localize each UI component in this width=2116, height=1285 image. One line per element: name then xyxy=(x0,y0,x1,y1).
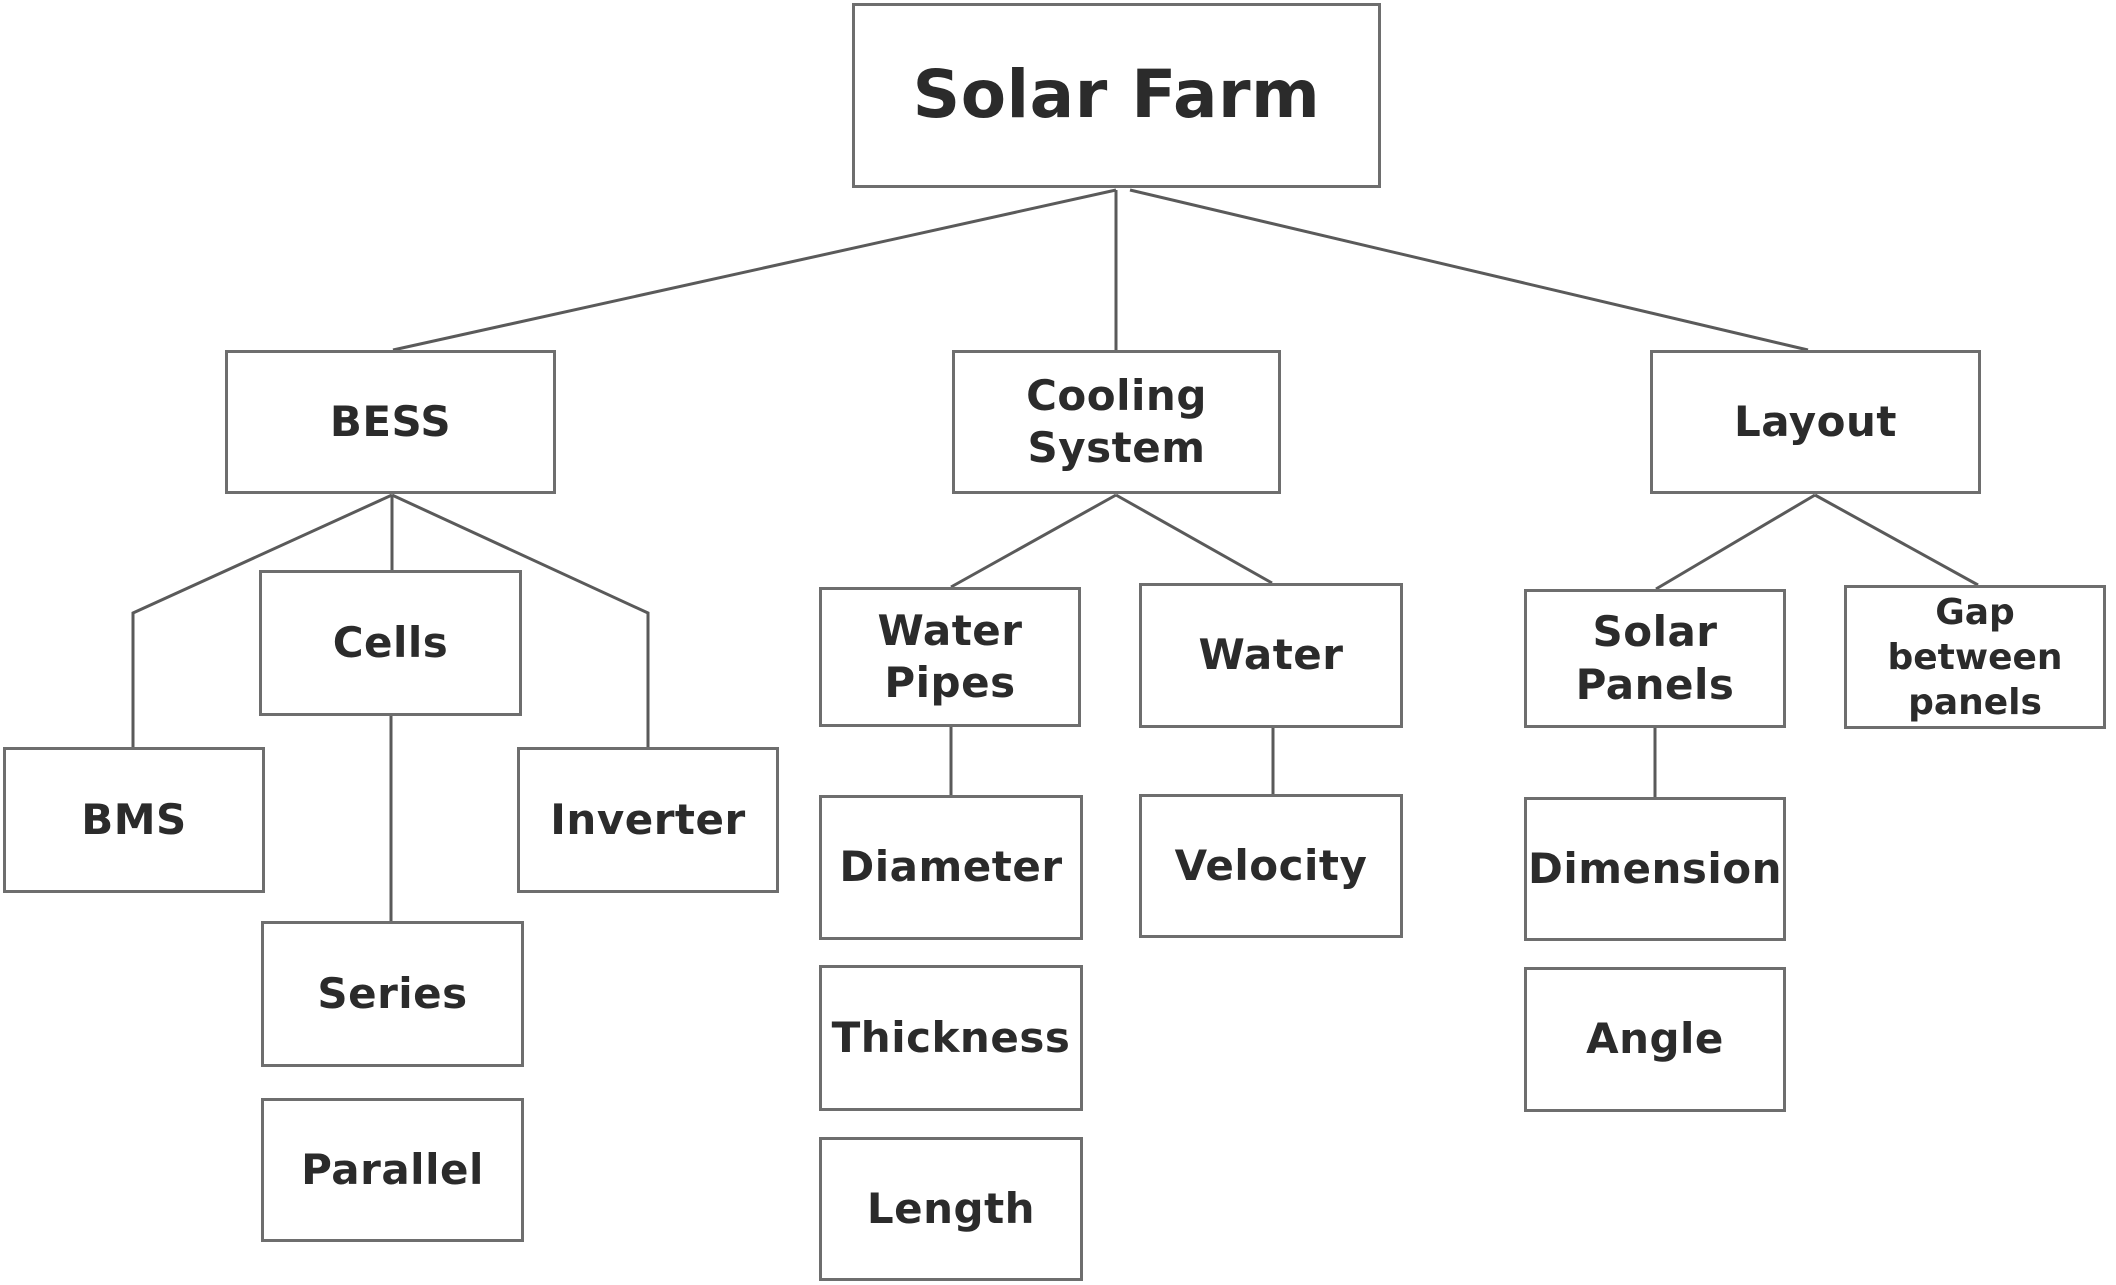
node-diameter: Diameter xyxy=(819,795,1083,940)
edge-cooling-water xyxy=(1115,493,1273,585)
node-inverter: Inverter xyxy=(517,747,779,893)
node-layout: Layout xyxy=(1650,350,1981,494)
edge-layout-solarpanels xyxy=(1655,493,1816,591)
node-cells: Cells xyxy=(259,570,522,716)
edge-root-bess xyxy=(392,188,1117,352)
edge-cooling-waterpipes xyxy=(950,493,1117,589)
node-gap-between-panels: Gap between panels xyxy=(1844,585,2106,729)
node-velocity: Velocity xyxy=(1139,794,1403,938)
edge-layout-gap xyxy=(1814,493,1979,587)
node-water-pipes: Water Pipes xyxy=(819,587,1081,727)
node-cooling-system: Cooling System xyxy=(952,350,1281,494)
node-bess: BESS xyxy=(225,350,556,494)
node-series: Series xyxy=(261,921,524,1067)
node-bms: BMS xyxy=(3,747,265,893)
node-solar-farm: Solar Farm xyxy=(852,3,1381,188)
node-solar-panels: Solar Panels xyxy=(1524,589,1786,728)
node-dimension: Dimension xyxy=(1524,797,1786,941)
node-parallel: Parallel xyxy=(261,1098,524,1242)
edge-bess-inverter xyxy=(391,493,650,747)
node-angle: Angle xyxy=(1524,967,1786,1112)
node-length: Length xyxy=(819,1137,1083,1281)
edge-bess-bms xyxy=(131,493,393,747)
node-thickness: Thickness xyxy=(819,965,1083,1111)
node-water: Water xyxy=(1139,583,1403,728)
edge-root-layout xyxy=(1129,188,1809,352)
